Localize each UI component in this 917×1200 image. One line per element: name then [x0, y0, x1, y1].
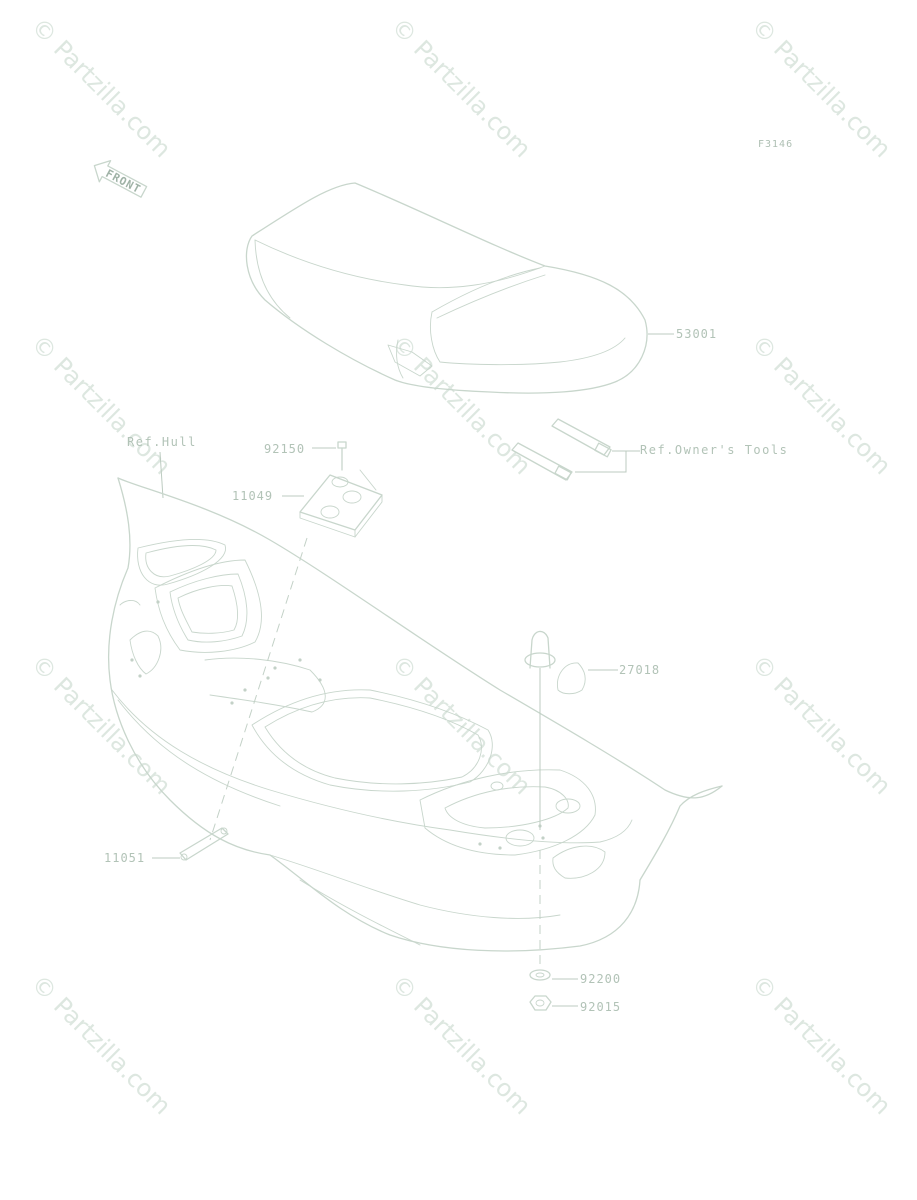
part-92015-label: 92015: [580, 1000, 621, 1014]
part-27018-label: 27018: [619, 663, 660, 677]
seat-drawing: [245, 182, 648, 394]
part-92200-label: 92200: [580, 972, 621, 986]
part-92015-drawing: [529, 995, 552, 1011]
tool-straps-drawing: [511, 418, 612, 481]
part-92150-label: 92150: [264, 442, 305, 456]
watermark-6: © Partzilla.com: [746, 329, 897, 480]
part-11051-drawing: [179, 827, 229, 861]
watermark-layer: © Partzilla.com © Partzilla.com © Partzi…: [26, 12, 897, 1120]
dash-11049-to-11051: [209, 537, 308, 841]
ref-hull-label: Ref.Hull: [127, 435, 197, 449]
watermark-5: © Partzilla.com: [386, 329, 537, 480]
watermark-4: © Partzilla.com: [26, 329, 177, 480]
watermark-10: © Partzilla.com: [26, 969, 177, 1120]
hull-drawing: [107, 477, 723, 952]
watermark-1: © Partzilla.com: [26, 12, 177, 163]
diagram-code: F3146: [758, 139, 793, 150]
part-92150-drawing: [337, 441, 347, 471]
watermark-11: © Partzilla.com: [386, 969, 537, 1120]
part-53001-label: 53001: [676, 327, 717, 341]
ref-owners-tools-label: Ref.Owner's Tools: [640, 443, 788, 457]
watermark-2: © Partzilla.com: [386, 12, 537, 163]
leader-hull: [159, 451, 164, 499]
part-11049-label: 11049: [232, 489, 273, 503]
watermark-9: © Partzilla.com: [746, 649, 897, 800]
front-arrow-icon: FRONT: [93, 159, 148, 198]
watermark-12: © Partzilla.com: [746, 969, 897, 1120]
watermark-7: © Partzilla.com: [26, 649, 177, 800]
leader-tools: [575, 450, 627, 473]
part-11049-drawing: [299, 469, 383, 538]
part-11051-label: 11051: [104, 851, 145, 865]
front-label: FRONT: [103, 167, 143, 196]
part-92200-drawing: [529, 969, 551, 981]
part-27018-drawing: [524, 630, 586, 695]
